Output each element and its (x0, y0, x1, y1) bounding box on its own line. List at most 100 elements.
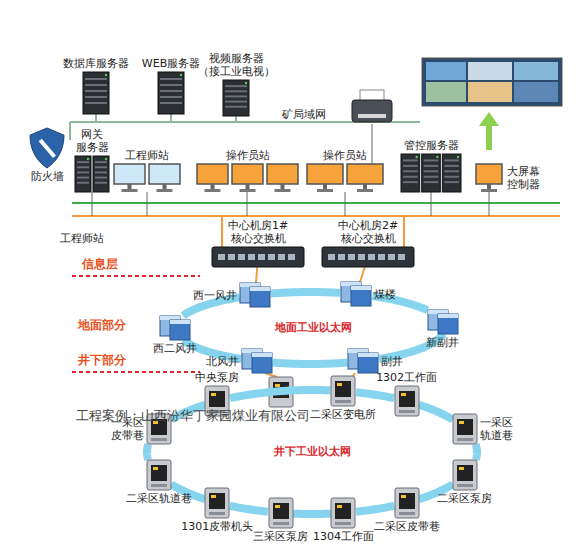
monitor-base (122, 189, 138, 192)
server-bay (225, 90, 247, 92)
switch-port (258, 254, 265, 260)
switch-led (401, 393, 406, 396)
server-stack-top (348, 349, 368, 353)
node-icon (160, 316, 190, 340)
switch-led (459, 421, 464, 424)
node-label: 北风井 (206, 355, 239, 368)
ring-segment (147, 444, 148, 459)
node-icon (322, 247, 414, 267)
server-tower (442, 154, 461, 192)
switch-icon (453, 460, 477, 490)
server-stack-top (358, 353, 378, 357)
node-icon (453, 414, 477, 444)
server-bay (403, 170, 418, 172)
switch-foot (335, 400, 351, 403)
monitor-base (481, 189, 497, 192)
switch-face (335, 503, 351, 519)
server-stack (351, 286, 371, 306)
server-bay (77, 161, 89, 163)
node-label: 西一风井 (193, 289, 237, 302)
switch-led (211, 495, 216, 498)
server-bay (160, 102, 182, 104)
server-led (457, 156, 459, 158)
operator-station: 操作员站 (305, 164, 385, 192)
server-tower (75, 156, 91, 192)
node-icon (157, 72, 185, 114)
server-bay (424, 165, 439, 167)
server-stack-top (242, 349, 262, 353)
server-bay (85, 96, 107, 98)
operator-station: 操作员站 (195, 164, 300, 192)
monitor-stand (163, 184, 167, 189)
switch-foot (209, 512, 225, 515)
node-icon (30, 128, 64, 168)
switch-face (151, 465, 167, 481)
server-bay (85, 84, 107, 86)
switch-face (399, 391, 415, 407)
server-bay (225, 106, 247, 108)
ring-segment (271, 292, 340, 294)
server-bay (403, 181, 418, 183)
switch-port (328, 254, 335, 260)
node-label: 三采区泵房 (253, 530, 308, 543)
ground-station: 新副井 (428, 310, 458, 334)
monitor-stand (487, 184, 491, 189)
server-bay (160, 78, 182, 80)
server-stack-top (341, 282, 361, 286)
switch-face (209, 493, 225, 509)
underground-switch: 二采区泵房 (453, 460, 477, 490)
screen-tile (468, 82, 512, 102)
engineer-station: 工程师站 (112, 164, 182, 192)
ring-segment (419, 405, 453, 420)
server-bay (424, 176, 439, 178)
screen-tile (426, 82, 466, 102)
node-label: 二采区皮带巷 (374, 520, 440, 533)
screen-tile (514, 82, 558, 102)
server-bay (225, 95, 247, 97)
underground-switch: 二采区轨道巷 (147, 460, 171, 490)
monitor-stand (363, 184, 367, 189)
underground-switch: 一采区 轨道巷 (453, 414, 477, 444)
switch-icon (269, 498, 293, 528)
switch-port (278, 254, 285, 260)
node-icon (112, 164, 182, 192)
switch-icon (395, 488, 419, 518)
screen-tile (468, 62, 512, 80)
server-bay (95, 171, 107, 173)
monitor-base (205, 189, 221, 192)
switch-port (238, 254, 245, 260)
switch-port (338, 254, 345, 260)
node-label: 1304工作面 (313, 530, 374, 543)
node-icon (331, 498, 355, 528)
node-label: 二采区轨道巷 (126, 492, 192, 505)
switch-port (378, 254, 385, 260)
node-label: 1302工作面 (376, 371, 437, 384)
server-bay (403, 159, 418, 161)
ring-segment (476, 444, 477, 459)
switch-port (228, 254, 235, 260)
switch-chassis (212, 247, 304, 267)
server-led (415, 156, 417, 158)
core-switch: 中心机房1# 核心交换机 (212, 247, 304, 267)
switch-foot (273, 522, 289, 525)
monitor-base (157, 189, 173, 192)
node-label: 中心机房1# 核心交换机 (219, 219, 297, 245)
server-bay (85, 78, 107, 80)
switch-foot (151, 484, 167, 487)
big-screen (422, 58, 562, 106)
monitor-screen (232, 164, 263, 184)
bus-drop (147, 192, 148, 216)
server-stack-top (438, 314, 458, 318)
switch-led (337, 383, 342, 386)
switch-uplink (221, 216, 223, 247)
server-bay (85, 90, 107, 92)
switch-port (358, 254, 365, 260)
switch-led (275, 505, 280, 508)
node-label: WEB服务器 (142, 57, 200, 70)
switch-face (335, 381, 351, 397)
underground-switch: 1301皮带机头 (205, 488, 229, 518)
switch-led (401, 495, 406, 498)
section-label: 井下部分 (78, 353, 126, 367)
switch-face (457, 419, 473, 435)
switch-port (368, 254, 375, 260)
